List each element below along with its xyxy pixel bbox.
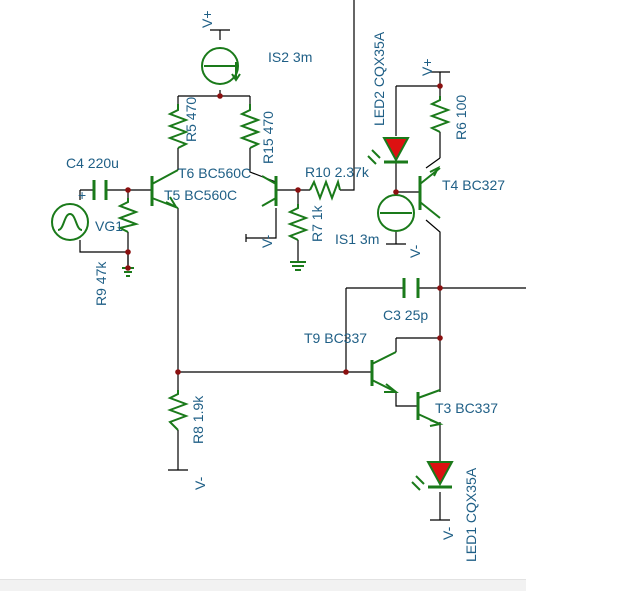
t9-transistor[interactable] [370, 351, 399, 393]
r15-label: R15 470 [260, 111, 276, 164]
led2-label: LED2 CQX35A [371, 31, 387, 126]
r8-resistor[interactable] [167, 390, 189, 431]
c3-label: C3 25p [383, 307, 428, 323]
is2-current-source[interactable] [201, 47, 241, 85]
t4-transistor[interactable] [418, 165, 441, 219]
t6-transistor[interactable] [261, 175, 278, 207]
r15-resistor[interactable] [239, 104, 261, 149]
r7-label: R7 1k [309, 204, 325, 242]
is2-label: IS2 3m [268, 49, 312, 65]
status-strip [0, 579, 526, 591]
t6-label: T6 BC560C [178, 165, 251, 181]
t9-label: T9 BC337 [304, 330, 367, 346]
junction-dots [125, 83, 443, 375]
led1-label: LED1 CQX35A [463, 467, 479, 562]
vg1-label: VG1 [95, 218, 123, 234]
t3-label: T3 BC337 [435, 400, 498, 416]
vg1-signal-source[interactable] [51, 203, 89, 241]
r6-label: R6 100 [453, 95, 469, 140]
vminus-t5-label: V- [259, 234, 275, 248]
t3-transistor[interactable] [416, 389, 444, 427]
vplus-top-label: V+ [199, 10, 215, 28]
wires [79, 0, 526, 520]
r9-resistor[interactable] [117, 198, 140, 233]
c4-label: C4 220u [66, 155, 119, 171]
c4-capacitor[interactable] [92, 180, 108, 200]
t4-label: T4 BC327 [442, 177, 505, 193]
led1-diode[interactable] [411, 461, 454, 491]
r5-resistor[interactable] [167, 104, 189, 149]
component-labels: V+ IS2 3m R5 470 R15 470 C4 220u T6 BC56… [66, 10, 505, 562]
led2-diode[interactable] [367, 137, 410, 165]
r9-label: R9 47k [93, 261, 109, 306]
r5-label: R5 470 [183, 97, 199, 142]
r8-label: R8 1.9k [190, 395, 206, 444]
c3-capacitor[interactable] [402, 278, 420, 298]
r10-label: R10 2.37k [305, 164, 370, 180]
vminus-is1-label: V- [407, 244, 423, 258]
r6-resistor[interactable] [429, 96, 451, 133]
vplus-right-label: V+ [419, 58, 435, 76]
r10-resistor[interactable] [309, 178, 341, 201]
t5-label: T5 BC560C [164, 187, 237, 203]
vminus-r8-label: V- [192, 476, 208, 490]
r7-resistor[interactable] [287, 204, 309, 241]
ground-symbols [122, 261, 306, 277]
is1-label: IS1 3m [335, 231, 379, 247]
t5-transistor[interactable] [150, 169, 179, 210]
plus-sign: + [78, 187, 86, 203]
supply-markers [168, 29, 450, 521]
vminus-led1-label: V- [440, 526, 456, 540]
is1-current-source[interactable] [377, 194, 415, 232]
